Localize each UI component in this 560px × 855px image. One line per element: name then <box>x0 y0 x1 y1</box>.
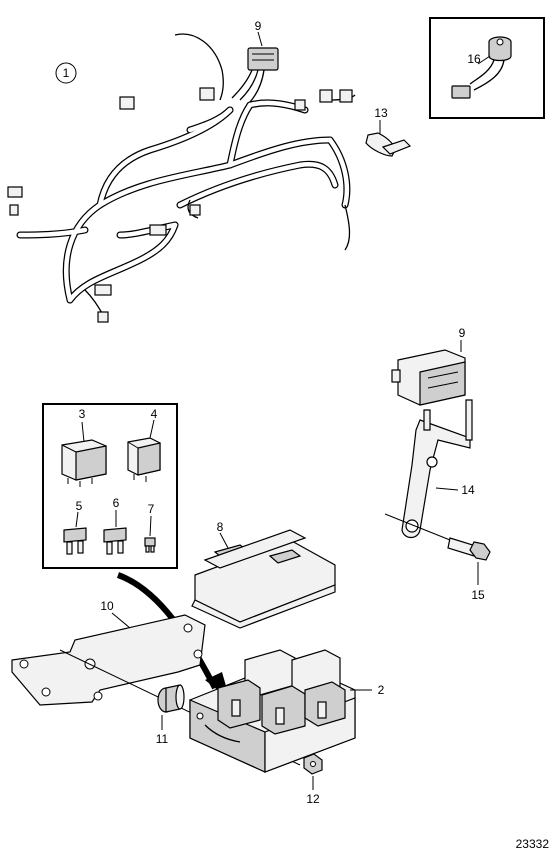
part-12-nut: 12 <box>303 753 323 806</box>
inset-relays-fuses: 3 4 5 6 <box>42 403 178 569</box>
svg-text:11: 11 <box>156 732 169 746</box>
part-14-bracket: 14 <box>384 399 475 541</box>
svg-text:10: 10 <box>100 599 114 613</box>
part-13-clip: 13 <box>365 106 412 157</box>
inset-part-16: 16 <box>429 17 545 119</box>
svg-text:2: 2 <box>378 683 385 697</box>
part-8-cover: 8 <box>191 520 336 629</box>
wiring-harness <box>7 31 356 323</box>
svg-text:1: 1 <box>63 66 70 80</box>
svg-text:6: 6 <box>113 496 120 510</box>
svg-text:14: 14 <box>461 483 475 497</box>
part-2-fuse-box: 2 <box>189 649 385 773</box>
svg-text:3: 3 <box>79 407 86 421</box>
fuse-6: 6 <box>103 496 127 555</box>
part-9-connector: 9 <box>391 326 466 406</box>
callout-9-top: 9 <box>255 19 262 33</box>
svg-text:7: 7 <box>148 502 155 516</box>
part-11-spacer: 11 <box>156 684 185 746</box>
fuse-5: 5 <box>63 499 87 555</box>
svg-text:4: 4 <box>151 407 158 421</box>
relay-4: 4 <box>127 407 161 482</box>
svg-text:15: 15 <box>471 588 485 602</box>
part-15-bolt: 15 <box>447 537 491 602</box>
harness-connector-9 <box>231 47 279 103</box>
svg-text:13: 13 <box>374 106 388 120</box>
relay-3: 3 <box>61 407 107 487</box>
svg-text:12: 12 <box>306 792 320 806</box>
fuse-7: 7 <box>144 502 156 553</box>
callout-1: 1 <box>55 62 77 84</box>
svg-text:9: 9 <box>459 326 466 340</box>
svg-text:5: 5 <box>76 499 83 513</box>
svg-text:16: 16 <box>467 52 481 66</box>
svg-text:8: 8 <box>217 520 224 534</box>
figure-number: 23332 <box>516 837 550 851</box>
